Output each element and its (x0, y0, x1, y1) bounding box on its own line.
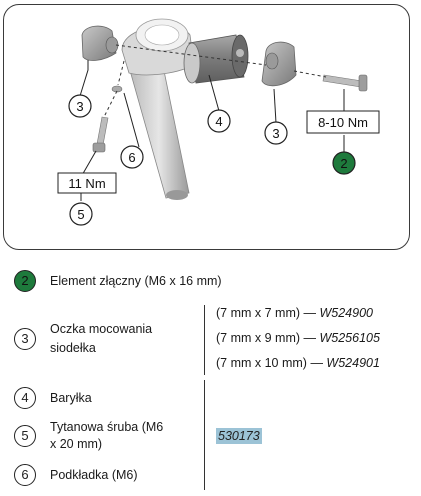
clamp-right-part (261, 41, 297, 87)
legend-num-2: 2 (14, 270, 36, 292)
callout-3-left: 3 (68, 94, 92, 118)
bracket-3 (204, 305, 205, 375)
fixing-bolt-part (322, 74, 368, 92)
titanium-bolt-part (92, 116, 109, 153)
legend-num-3: 3 (14, 328, 36, 350)
spec-code-2: W5256105 (319, 331, 380, 345)
legend-label-4: Baryłka (50, 391, 92, 405)
bracket-4-6 (204, 380, 205, 490)
legend-label-2: Element złączny (M6 x 16 mm) (50, 274, 222, 288)
exploded-parts-diagram: 3 4 3 2 6 5 8-10 Nm 11 Nm (3, 4, 410, 250)
legend-label-5-line1: Tytanowa śruba (M6 (50, 420, 164, 434)
spec-size-1: (7 mm x 7 mm) — (216, 306, 320, 320)
clamp-left-part (81, 25, 119, 61)
spec-row-2: (7 mm x 9 mm) — W5256105 (216, 331, 380, 345)
callout-6-text: 6 (128, 150, 135, 165)
callout-6: 6 (120, 145, 144, 169)
torque-right-text: 8-10 Nm (318, 115, 368, 130)
callout-2-text: 2 (340, 156, 347, 171)
callout-2: 2 (332, 151, 356, 175)
torque-box-right: 8-10 Nm (306, 110, 380, 134)
spec-row-3: (7 mm x 10 mm) — W524901 (216, 356, 380, 370)
spec-row-1: (7 mm x 7 mm) — W524900 (216, 306, 373, 320)
diagram-drawing: 3 4 3 2 6 5 8-10 Nm 11 Nm (57, 18, 380, 226)
callout-5: 5 (69, 202, 93, 226)
legend-num-4: 4 (14, 387, 36, 409)
callout-5-text: 5 (77, 207, 84, 222)
part-code-highlight: 530173 (216, 428, 262, 444)
torque-left-text: 11 Nm (68, 176, 105, 191)
legend-label-6: Podkładka (M6) (50, 468, 138, 482)
callout-3-right-text: 3 (272, 126, 279, 141)
callout-4-text: 4 (215, 114, 222, 129)
legend-label-3-line1: Oczka mocowania (50, 322, 153, 336)
torque-box-left: 11 Nm (57, 172, 117, 194)
callout-3-right: 3 (264, 121, 288, 145)
barrel-part (183, 34, 249, 84)
legend-num-5: 5 (14, 425, 36, 447)
spec-code-3: W524901 (326, 356, 380, 370)
assembly-axis-lines (103, 44, 327, 118)
spec-size-3: (7 mm x 10 mm) — (216, 356, 327, 370)
callout-3-left-text: 3 (76, 99, 83, 114)
legend-label-5-line2: x 20 mm) (50, 437, 103, 451)
spec-size-2: (7 mm x 9 mm) — (216, 331, 320, 345)
seatpost-part (121, 18, 195, 200)
legend-num-6: 6 (14, 464, 36, 486)
spec-code-1: W524900 (319, 306, 373, 320)
callout-4: 4 (207, 109, 231, 133)
legend-label-3-line2: siodełka (50, 341, 96, 355)
